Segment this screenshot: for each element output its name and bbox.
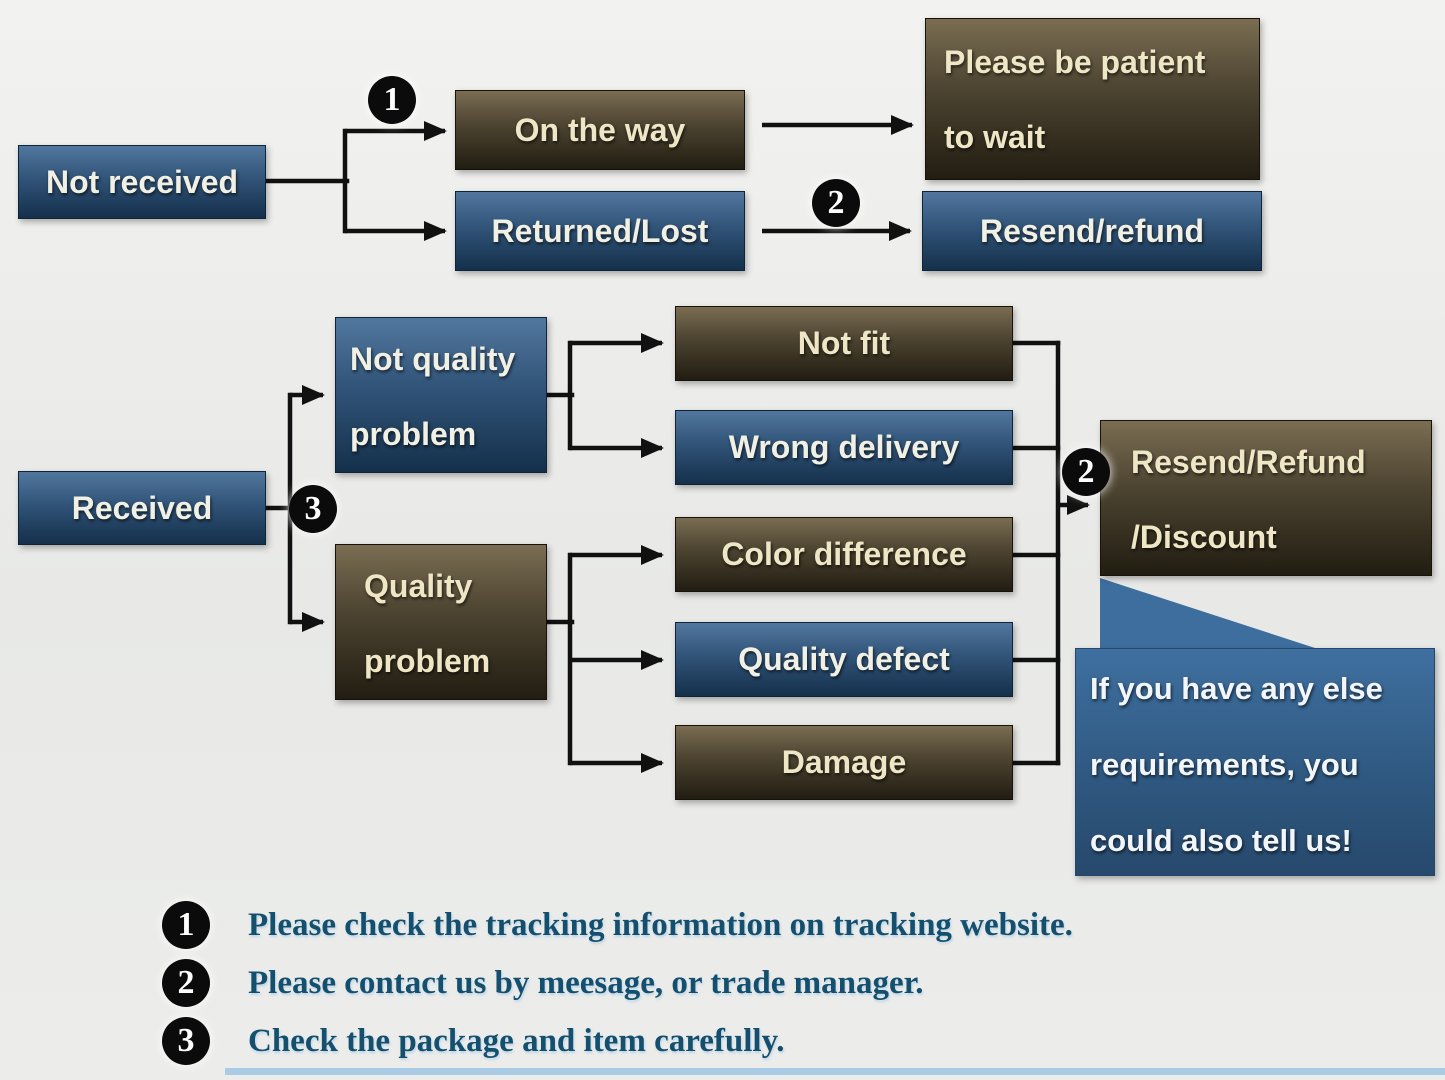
- note-line1: If you have any else: [1090, 671, 1383, 706]
- legend-text-3: Check the package and item carefully.: [248, 1022, 785, 1059]
- node-not-fit: Not fit: [675, 306, 1013, 381]
- legend-row-3: 3 Check the package and item carefully.: [162, 1015, 785, 1067]
- badge-3-received-branch: 3: [289, 485, 337, 533]
- node-resend-refund-discount: Resend/Refund /Discount: [1100, 420, 1432, 576]
- node-be-patient-line1: Please be patient: [944, 44, 1206, 80]
- bottom-divider: [225, 1068, 1445, 1075]
- node-returned-lost: Returned/Lost: [455, 191, 745, 271]
- node-damage-label: Damage: [781, 744, 907, 780]
- plain-connectors: [263, 128, 1061, 766]
- node-damage: Damage: [675, 725, 1013, 800]
- legend-row-2: 2 Please contact us by meesage, or trade…: [162, 957, 923, 1009]
- node-on-the-way: On the way: [455, 90, 745, 170]
- node-quality-problem-line2: problem: [364, 643, 491, 679]
- note-line2: requirements, you: [1090, 747, 1359, 782]
- node-quality-defect-label: Quality defect: [738, 641, 950, 677]
- node-not-received: Not received: [18, 145, 266, 219]
- node-wrong-delivery: Wrong delivery: [675, 410, 1013, 485]
- node-not-quality-problem-line1: Not quality: [350, 341, 516, 377]
- node-resend-refund-discount-line2: /Discount: [1131, 519, 1277, 555]
- legend-text-1: Please check the tracking information on…: [248, 906, 1073, 943]
- node-resend-refund-discount-line1: Resend/Refund: [1131, 444, 1366, 480]
- legend-text-2: Please contact us by meesage, or trade m…: [248, 964, 924, 1001]
- node-resend-refund-label: Resend/refund: [979, 212, 1205, 249]
- node-on-the-way-label: On the way: [514, 111, 686, 148]
- node-not-received-label: Not received: [45, 163, 239, 200]
- legend-badge-3: 3: [162, 1017, 210, 1065]
- node-extra-requirements-note: If you have any else requirements, you c…: [1075, 648, 1435, 876]
- node-not-fit-label: Not fit: [797, 325, 891, 361]
- node-received-label: Received: [71, 489, 213, 526]
- note-line3: could also tell us!: [1090, 823, 1352, 858]
- node-color-difference-label: Color difference: [721, 536, 967, 572]
- arrow-connectors: [290, 115, 1090, 773]
- node-quality-defect: Quality defect: [675, 622, 1013, 697]
- badge-1-not-received-branch: 1: [368, 76, 416, 124]
- badge-2-resolution-arrow: 2: [1062, 448, 1110, 496]
- legend-badge-2: 2: [162, 959, 210, 1007]
- note-bubble-tail-shape: [1100, 578, 1315, 652]
- legend-badge-1: 1: [162, 901, 210, 949]
- node-quality-problem: Quality problem: [335, 544, 547, 700]
- node-color-difference: Color difference: [675, 517, 1013, 592]
- node-not-quality-problem-line2: problem: [350, 416, 477, 452]
- node-quality-problem-line1: Quality: [364, 568, 473, 604]
- node-wrong-delivery-label: Wrong delivery: [728, 429, 960, 465]
- node-resend-refund: Resend/refund: [922, 191, 1262, 271]
- node-received: Received: [18, 471, 266, 545]
- node-not-quality-problem: Not quality problem: [335, 317, 547, 473]
- legend-row-1: 1 Please check the tracking information …: [162, 899, 1073, 951]
- badge-2-returned-lost-arrow: 2: [812, 179, 860, 227]
- node-be-patient: Please be patient to wait: [925, 18, 1260, 180]
- node-be-patient-line2: to wait: [944, 119, 1046, 155]
- node-returned-lost-label: Returned/Lost: [491, 212, 709, 249]
